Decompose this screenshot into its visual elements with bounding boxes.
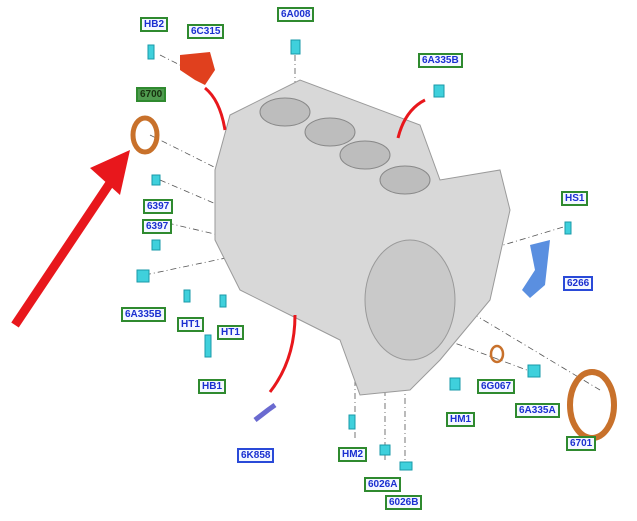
part-label-6a335a[interactable]: 6A335A <box>515 403 560 418</box>
part-label-6k858[interactable]: 6K858 <box>237 448 275 463</box>
red-pointer-arrow <box>11 177 116 328</box>
rear-face <box>364 239 456 361</box>
sensor-6c315 <box>180 52 215 85</box>
fasteners <box>136 39 572 471</box>
engine-block <box>214 79 511 396</box>
part-label-hm2[interactable]: HM2 <box>338 447 368 462</box>
part-label-6397-a[interactable]: 6397 <box>143 199 174 214</box>
part-label-hs1[interactable]: HS1 <box>561 191 589 206</box>
part-label-hm1[interactable]: HM1 <box>446 412 476 427</box>
seal-6700 <box>130 115 160 155</box>
part-label-6026a[interactable]: 6026A <box>364 477 402 492</box>
part-label-hb2[interactable]: HB2 <box>140 17 169 32</box>
part-label-6701[interactable]: 6701 <box>566 436 597 451</box>
part-label-6a335b-left[interactable]: 6A335B <box>121 307 166 322</box>
part-label-6700[interactable]: 6700 <box>136 87 167 102</box>
cylinder-bores <box>259 97 431 195</box>
part-label-6397-b[interactable]: 6397 <box>142 219 173 234</box>
part-label-ht1-b[interactable]: HT1 <box>217 325 244 340</box>
part-label-6a335b-top[interactable]: 6A335B <box>418 53 463 68</box>
part-label-6a008[interactable]: 6A008 <box>277 7 315 22</box>
sensor-6k858 <box>253 402 277 422</box>
part-label-6026b[interactable]: 6026B <box>385 495 423 510</box>
part-label-6266[interactable]: 6266 <box>563 276 594 291</box>
seal-6g067 <box>489 344 505 364</box>
part-label-6c315[interactable]: 6C315 <box>187 24 225 39</box>
red-pointer-arrowhead <box>90 150 130 195</box>
bracket-6266 <box>522 240 550 298</box>
part-label-hb1[interactable]: HB1 <box>198 379 227 394</box>
curved-arrows <box>204 86 426 393</box>
part-label-ht1-a[interactable]: HT1 <box>177 317 204 332</box>
part-label-6g067[interactable]: 6G067 <box>477 379 516 394</box>
seal-6701 <box>567 369 617 441</box>
